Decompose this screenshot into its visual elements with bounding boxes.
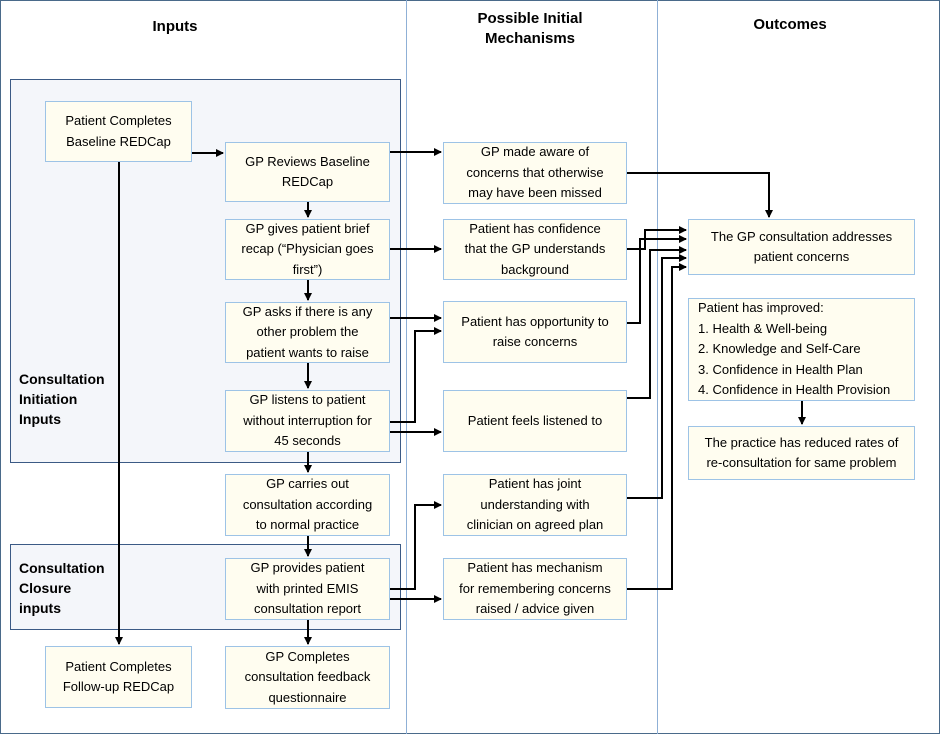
box-mech-listened: Patient feels listened to bbox=[443, 390, 627, 452]
arrow-opportunity-to-outcome bbox=[627, 235, 687, 324]
column-divider-2 bbox=[657, 0, 658, 734]
box-gp-provides-report: GP provides patient with printed EMIS co… bbox=[225, 558, 390, 620]
box-mech-opportunity: Patient has opportunity to raise concern… bbox=[443, 301, 627, 363]
box-gp-reviews-baseline: GP Reviews Baseline REDCap bbox=[225, 142, 390, 202]
arrow-remembering-to-outcome bbox=[627, 263, 687, 590]
box-outcome-reduced-reconsultation: The practice has reduced rates of re-con… bbox=[688, 426, 915, 480]
column-header-inputs: Inputs bbox=[152, 18, 198, 35]
group-label-initiation: Consultation Initiation Inputs bbox=[19, 371, 105, 427]
box-gp-recap: GP gives patient brief recap (“Physician… bbox=[225, 219, 390, 280]
box-gp-feedback: GP Completes consultation feedback quest… bbox=[225, 646, 390, 709]
column-divider-1 bbox=[406, 0, 407, 734]
arrow-joint-to-outcome bbox=[627, 254, 687, 499]
box-gp-listens: GP listens to patient without interrupti… bbox=[225, 390, 390, 452]
box-outcome-addresses-concerns: The GP consultation addresses patient co… bbox=[688, 219, 915, 275]
column-header-mechanisms: Possible Initial Mechanisms bbox=[477, 10, 583, 47]
box-mech-confidence: Patient has confidence that the GP under… bbox=[443, 219, 627, 280]
box-mech-gp-aware: GP made aware of concerns that otherwise… bbox=[443, 142, 627, 204]
column-header-outcomes: Outcomes bbox=[753, 16, 827, 33]
box-mech-joint-understanding: Patient has joint understanding with cli… bbox=[443, 474, 627, 536]
box-outcome-improved: Patient has improved: 1. Health & Well-b… bbox=[688, 298, 915, 401]
arrow-listens-to-opportunity bbox=[390, 327, 442, 423]
box-baseline-redcap: Patient Completes Baseline REDCap bbox=[45, 101, 192, 162]
arrow-aware-to-outcome bbox=[627, 172, 773, 218]
box-gp-asks: GP asks if there is any other problem th… bbox=[225, 302, 390, 363]
group-label-closure: Consultation Closure inputs bbox=[19, 560, 105, 616]
box-mech-remembering: Patient has mechanism for remembering co… bbox=[443, 558, 627, 620]
arrow-provides-to-joint bbox=[390, 501, 442, 590]
arrow-listened-to-outcome bbox=[627, 246, 687, 399]
box-followup-redcap: Patient Completes Follow-up REDCap bbox=[45, 646, 192, 708]
box-gp-carries-out: GP carries out consultation according to… bbox=[225, 474, 390, 536]
